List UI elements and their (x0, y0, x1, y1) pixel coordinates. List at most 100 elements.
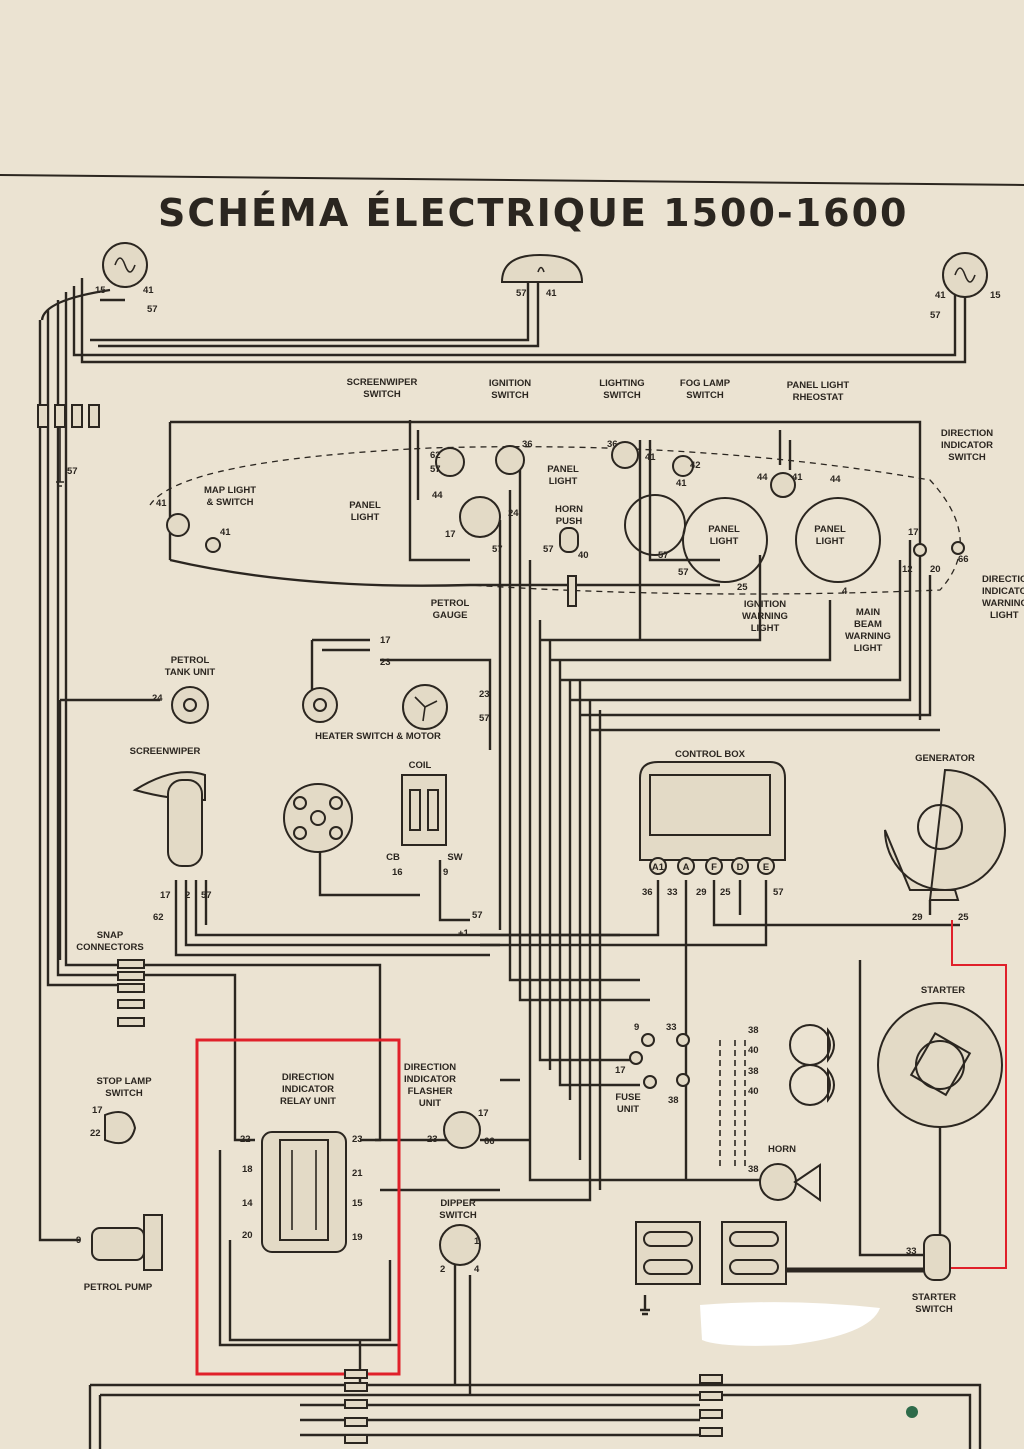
bottom-connector (699, 1391, 723, 1401)
svg-text:SWITCH: SWITCH (491, 390, 529, 401)
svg-text:57: 57 (930, 310, 941, 321)
label-screenwiper: SCREENWIPER (130, 746, 201, 757)
starter-motor (877, 1002, 1003, 1128)
svg-text:E: E (763, 862, 769, 873)
svg-text:23: 23 (352, 1134, 363, 1145)
wire-numbers-direction-switch: 17 12 20 66 (902, 527, 969, 575)
svg-text:17: 17 (445, 529, 456, 540)
svg-text:57: 57 (543, 544, 554, 555)
svg-text:PETROL: PETROL (171, 655, 210, 666)
svg-text:57: 57 (472, 910, 483, 921)
svg-text:SCREENWIPER: SCREENWIPER (130, 746, 201, 757)
svg-text:MAP LIGHT: MAP LIGHT (204, 485, 256, 496)
svg-text:CONNECTORS: CONNECTORS (76, 942, 143, 953)
svg-text:A1: A1 (652, 862, 665, 873)
svg-text:& SWITCH: & SWITCH (207, 497, 254, 508)
ignition-switch (495, 445, 525, 475)
svg-text:HORN: HORN (555, 504, 583, 515)
dipper-switch (439, 1224, 481, 1266)
control-box-terminals: A1 A F D E (649, 857, 775, 875)
svg-text:25: 25 (737, 582, 748, 593)
svg-text:STARTER: STARTER (912, 1292, 956, 1303)
svg-text:44: 44 (757, 472, 768, 483)
svg-text:PANEL: PANEL (547, 464, 579, 475)
svg-text:20: 20 (930, 564, 941, 575)
label-starter-switch: STARTER SWITCH (912, 1292, 956, 1315)
svg-text:18: 18 (242, 1164, 253, 1175)
petrol-tank-unit (171, 686, 209, 724)
ignition-coil (401, 774, 447, 846)
label-direction-indicator-switch: DIRECTION INDICATOR SWITCH (941, 428, 993, 463)
svg-text:57: 57 (201, 890, 212, 901)
svg-text:25: 25 (958, 912, 969, 923)
horn-main (759, 1163, 821, 1202)
label-control-box: CONTROL BOX (675, 749, 746, 760)
bottom-connector (699, 1409, 723, 1419)
wire-numbers-control-box: 36 33 29 25 57 (642, 887, 784, 898)
paper-patch (700, 1302, 880, 1346)
svg-text:15: 15 (352, 1198, 363, 1209)
battery-left (635, 1221, 701, 1285)
label-petrol-gauge: PETROL GAUGE (431, 598, 470, 621)
wire-numbers-hl-left: 15 41 57 (95, 285, 158, 315)
wire-numbers-ignition-warning: 57 57 25 4 (658, 550, 848, 597)
wire-numbers-panel-light: 44 (432, 490, 443, 501)
svg-text:SWITCH: SWITCH (439, 1210, 477, 1221)
label-panel-light-mid: PANEL LIGHT (547, 464, 579, 487)
svg-text:41: 41 (645, 452, 656, 463)
svg-text:25: 25 (720, 887, 731, 898)
svg-text:57: 57 (479, 713, 490, 724)
petrol-pump (91, 1214, 163, 1271)
svg-text:66: 66 (484, 1136, 495, 1147)
svg-text:SNAP: SNAP (97, 930, 124, 941)
svg-text:1: 1 (474, 1236, 480, 1247)
svg-text:PANEL: PANEL (814, 524, 846, 535)
svg-text:21: 21 (352, 1168, 363, 1179)
svg-text:40: 40 (748, 1086, 759, 1097)
svg-text:DIRECTION: DIRECTION (404, 1062, 456, 1073)
wire-numbers-left-fuse-tag: 57 (67, 466, 78, 477)
svg-text:44: 44 (432, 490, 443, 501)
svg-text:9: 9 (634, 1022, 639, 1033)
label-map-light-switch: MAP LIGHT & SWITCH (204, 485, 256, 508)
svg-text:UNIT: UNIT (419, 1098, 441, 1109)
wire-numbers-petrol-tank: 24 (152, 693, 163, 704)
svg-text:PETROL: PETROL (431, 598, 470, 609)
svg-text:WARNING: WARNING (982, 598, 1024, 609)
coil-terminals: CB SW (386, 852, 463, 863)
svg-text:PANEL: PANEL (349, 500, 381, 511)
svg-text:44: 44 (830, 474, 841, 485)
svg-text:66: 66 (958, 554, 969, 565)
wire-numbers-ignition-switch: 36 (522, 439, 533, 450)
label-panel-light-dial-2: PANEL LIGHT (814, 524, 846, 547)
svg-text:62: 62 (153, 912, 164, 923)
svg-text:23: 23 (427, 1134, 438, 1145)
svg-text:PUSH: PUSH (556, 516, 583, 527)
svg-text:TANK UNIT: TANK UNIT (165, 667, 216, 678)
svg-text:38: 38 (748, 1164, 759, 1175)
label-panel-light-left: PANEL LIGHT (349, 500, 381, 523)
svg-text:38: 38 (748, 1025, 759, 1036)
svg-text:HEATER SWITCH & MOTOR: HEATER SWITCH & MOTOR (315, 731, 441, 742)
bottom-connector (699, 1374, 723, 1384)
svg-text:INDICATOR: INDICATOR (941, 440, 993, 451)
wire-numbers-dipper: 1 2 4 (440, 1236, 480, 1275)
svg-text:LIGHT: LIGHT (549, 476, 578, 487)
label-starter: STARTER (921, 985, 965, 996)
svg-text:INDICATOR: INDICATOR (982, 586, 1024, 597)
svg-text:40: 40 (578, 550, 589, 561)
svg-text:LIGHT: LIGHT (854, 643, 883, 654)
heater-switch (302, 687, 338, 723)
svg-text:38: 38 (668, 1095, 679, 1106)
headlamp-left (102, 242, 148, 288)
screenwiper-switch (435, 447, 465, 477)
svg-text:2: 2 (440, 1264, 445, 1275)
bottom-connector (344, 1382, 368, 1392)
svg-text:LIGHT: LIGHT (816, 536, 845, 547)
svg-text:STARTER: STARTER (921, 985, 965, 996)
svg-text:SCREENWIPER: SCREENWIPER (347, 377, 418, 388)
wire-numbers-screenwiper-motor: 17 2 57 62 (153, 890, 212, 923)
label-fog-lamp-switch: FOG LAMP SWITCH (680, 378, 731, 401)
label-snap-connectors: SNAP CONNECTORS (76, 930, 143, 953)
wire-numbers-ignition-cluster: 24 17 57 57 40 (445, 508, 589, 561)
